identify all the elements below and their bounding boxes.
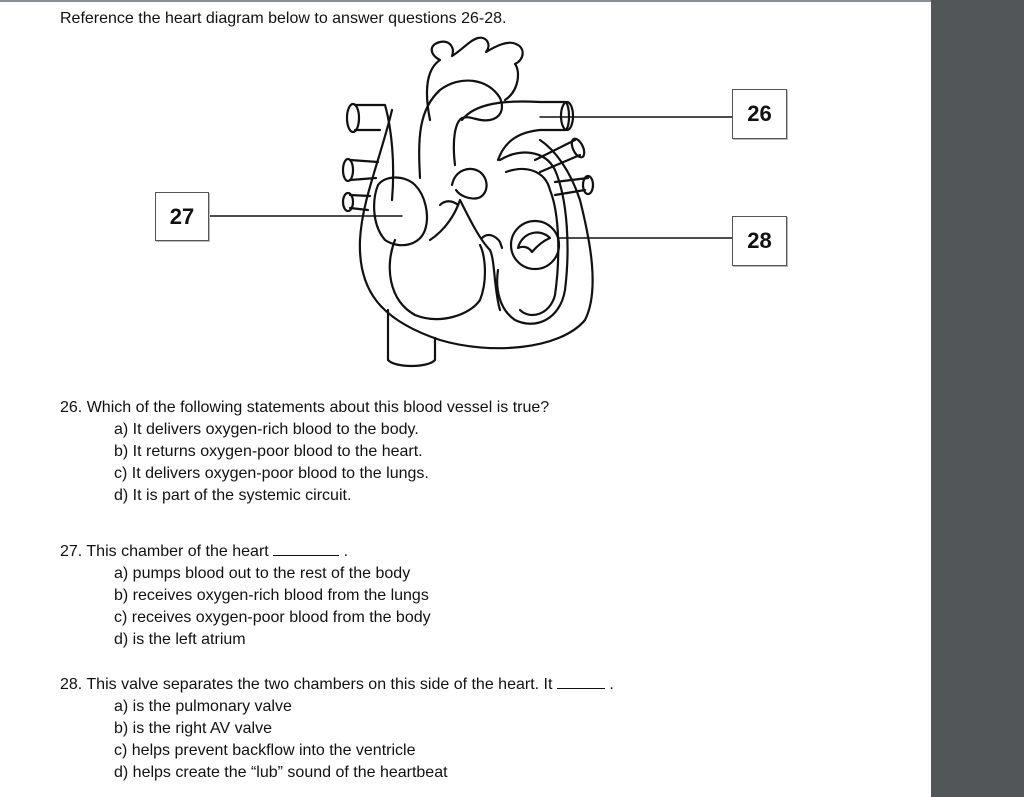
question-28: 28. This valve separates the two chamber…	[60, 674, 614, 784]
intro-text: Reference the heart diagram below to ans…	[60, 10, 507, 27]
left-ventricle	[496, 151, 569, 325]
left-av-valve	[516, 231, 552, 254]
valve-circle	[509, 219, 561, 271]
answer-blank-27[interactable]	[273, 541, 340, 556]
right-ventricle	[388, 238, 486, 320]
option-28b: b) is the right AV valve	[114, 720, 272, 737]
question-28-stem: 28. This valve separates the two chamber…	[60, 676, 553, 693]
option-26a: a) It delivers oxygen-rich blood to the …	[114, 421, 419, 438]
question-27-stem-line: 27. This chamber of the heart .	[60, 541, 431, 563]
option-26d: d) It is part of the systemic circuit.	[114, 487, 352, 504]
question-28-stem-end: .	[609, 676, 614, 693]
aortic-branches	[425, 36, 524, 122]
question-28-options: a) is the pulmonary valve b) is the righ…	[60, 696, 614, 784]
right-pulmonary-vessels	[348, 158, 380, 212]
option-27a: a) pumps blood out to the rest of the bo…	[114, 565, 411, 582]
pulmonary-artery	[460, 100, 571, 162]
septum	[428, 198, 502, 312]
inferior-vena-cava	[386, 308, 437, 368]
pulmonary-vein-lower	[553, 188, 587, 197]
answer-blank-28[interactable]	[556, 674, 605, 689]
question-27-stem-end: .	[343, 543, 349, 560]
label-box-26: 26	[732, 89, 787, 139]
question-27-stem: 27. This chamber of the heart	[60, 543, 269, 560]
superior-vena-cava	[353, 103, 395, 202]
heart-diagram	[207, 36, 733, 368]
question-26-options: a) It delivers oxygen-rich blood to the …	[60, 419, 549, 507]
label-box-28: 28	[732, 216, 787, 266]
option-28a: a) is the pulmonary valve	[114, 698, 292, 715]
right-atrium	[373, 176, 429, 247]
question-27: 27. This chamber of the heart . a) pumps…	[60, 541, 431, 651]
option-27b: b) receives oxygen-rich blood from the l…	[114, 587, 429, 604]
worksheet-page: Reference the heart diagram below to ans…	[0, 0, 931, 797]
option-28d: d) helps create the “lub” sound of the h…	[114, 764, 448, 781]
question-27-options: a) pumps blood out to the rest of the bo…	[60, 563, 431, 651]
option-26b: b) It returns oxygen-poor blood to the h…	[114, 443, 423, 460]
option-26c: c) It delivers oxygen-poor blood to the …	[114, 465, 429, 482]
pulmonary-artery-opening	[559, 100, 575, 132]
label-box-27: 27	[155, 192, 209, 241]
question-28-stem-line: 28. This valve separates the two chamber…	[60, 674, 614, 696]
option-28c: c) helps prevent backflow into the ventr…	[114, 742, 416, 759]
page-top-edge	[0, 0, 931, 2]
question-26-stem: 26. Which of the following statements ab…	[60, 399, 550, 416]
option-27d: d) is the left atrium	[114, 631, 246, 648]
question-26: 26. Which of the following statements ab…	[60, 397, 549, 507]
heart-outline	[358, 108, 594, 350]
option-27c: c) receives oxygen-poor blood from the b…	[114, 609, 431, 626]
aorta	[418, 79, 504, 180]
